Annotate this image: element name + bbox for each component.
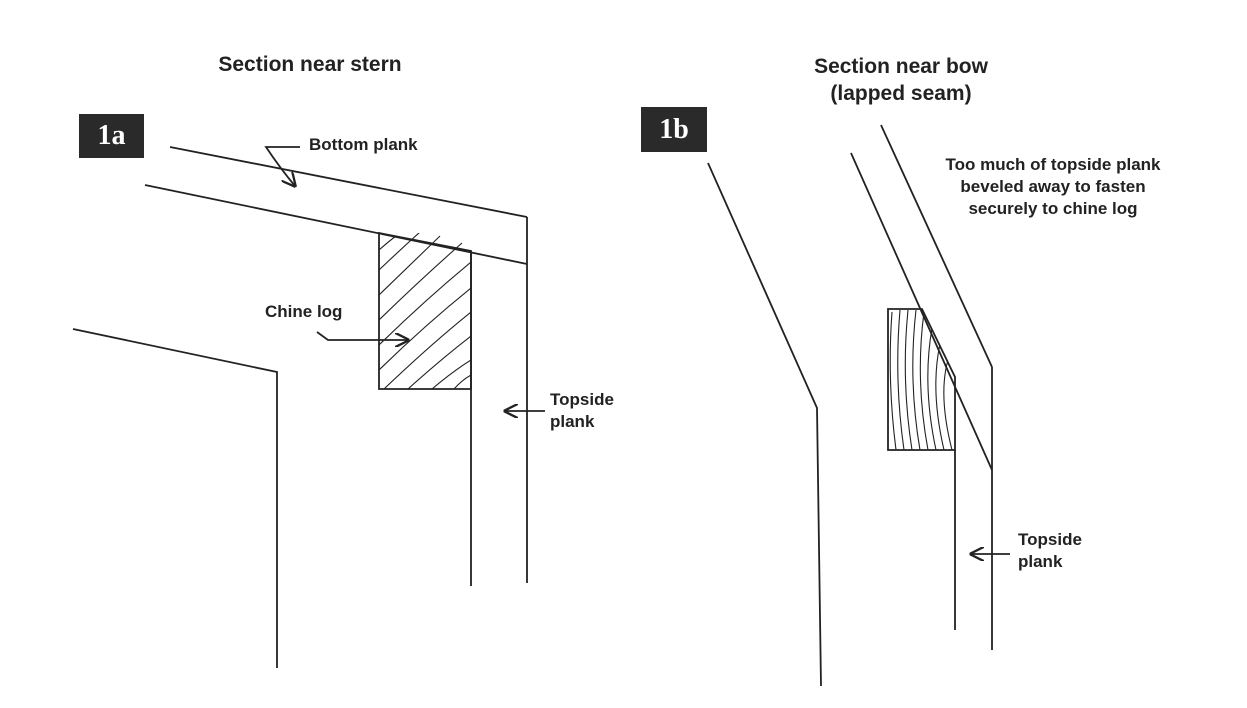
figure-1a-badge: 1a [79,114,144,158]
figure-1b-badge: 1b [641,107,707,152]
figure-1b-title-line1: Section near bow [814,55,988,78]
figure-1b-title-line2: (lapped seam) [830,82,972,105]
figure-1b-drawing [707,124,1010,687]
chine-log-leader [316,331,408,340]
figure-1a-drawing [72,146,545,668]
topside-plank-outer-line [880,124,993,368]
bottom-plank-leader [264,146,300,186]
bottom-plank-label: Bottom plank [309,135,418,154]
bevel-note-line1: Too much of topside plank [945,155,1161,174]
inner-hull-line [72,328,278,668]
bow-inner-hull-line [707,162,822,687]
chine-log-block [378,231,472,390]
bevel-note-line2: beveled away to fasten [960,177,1146,196]
bottom-plank-bottom-edge [144,184,528,265]
topside-plank-inner-line [850,152,993,471]
topside-plank-label-b-line2: plank [1018,552,1063,571]
topside-plank-label-a-line1: Topside [550,390,614,409]
topside-plank-label-a-line2: plank [550,412,595,431]
bevel-note-line3: securely to chine log [968,199,1138,218]
topside-plank-label-b-line1: Topside [1018,530,1082,549]
bow-chine-log-grain [889,309,953,450]
chine-log-label: Chine log [265,302,343,321]
chine-log-grain [379,233,471,389]
figure-1a-title: Section near stern [218,53,402,76]
bow-chine-log-block [887,308,956,451]
bottom-plank-top-edge [169,146,528,218]
